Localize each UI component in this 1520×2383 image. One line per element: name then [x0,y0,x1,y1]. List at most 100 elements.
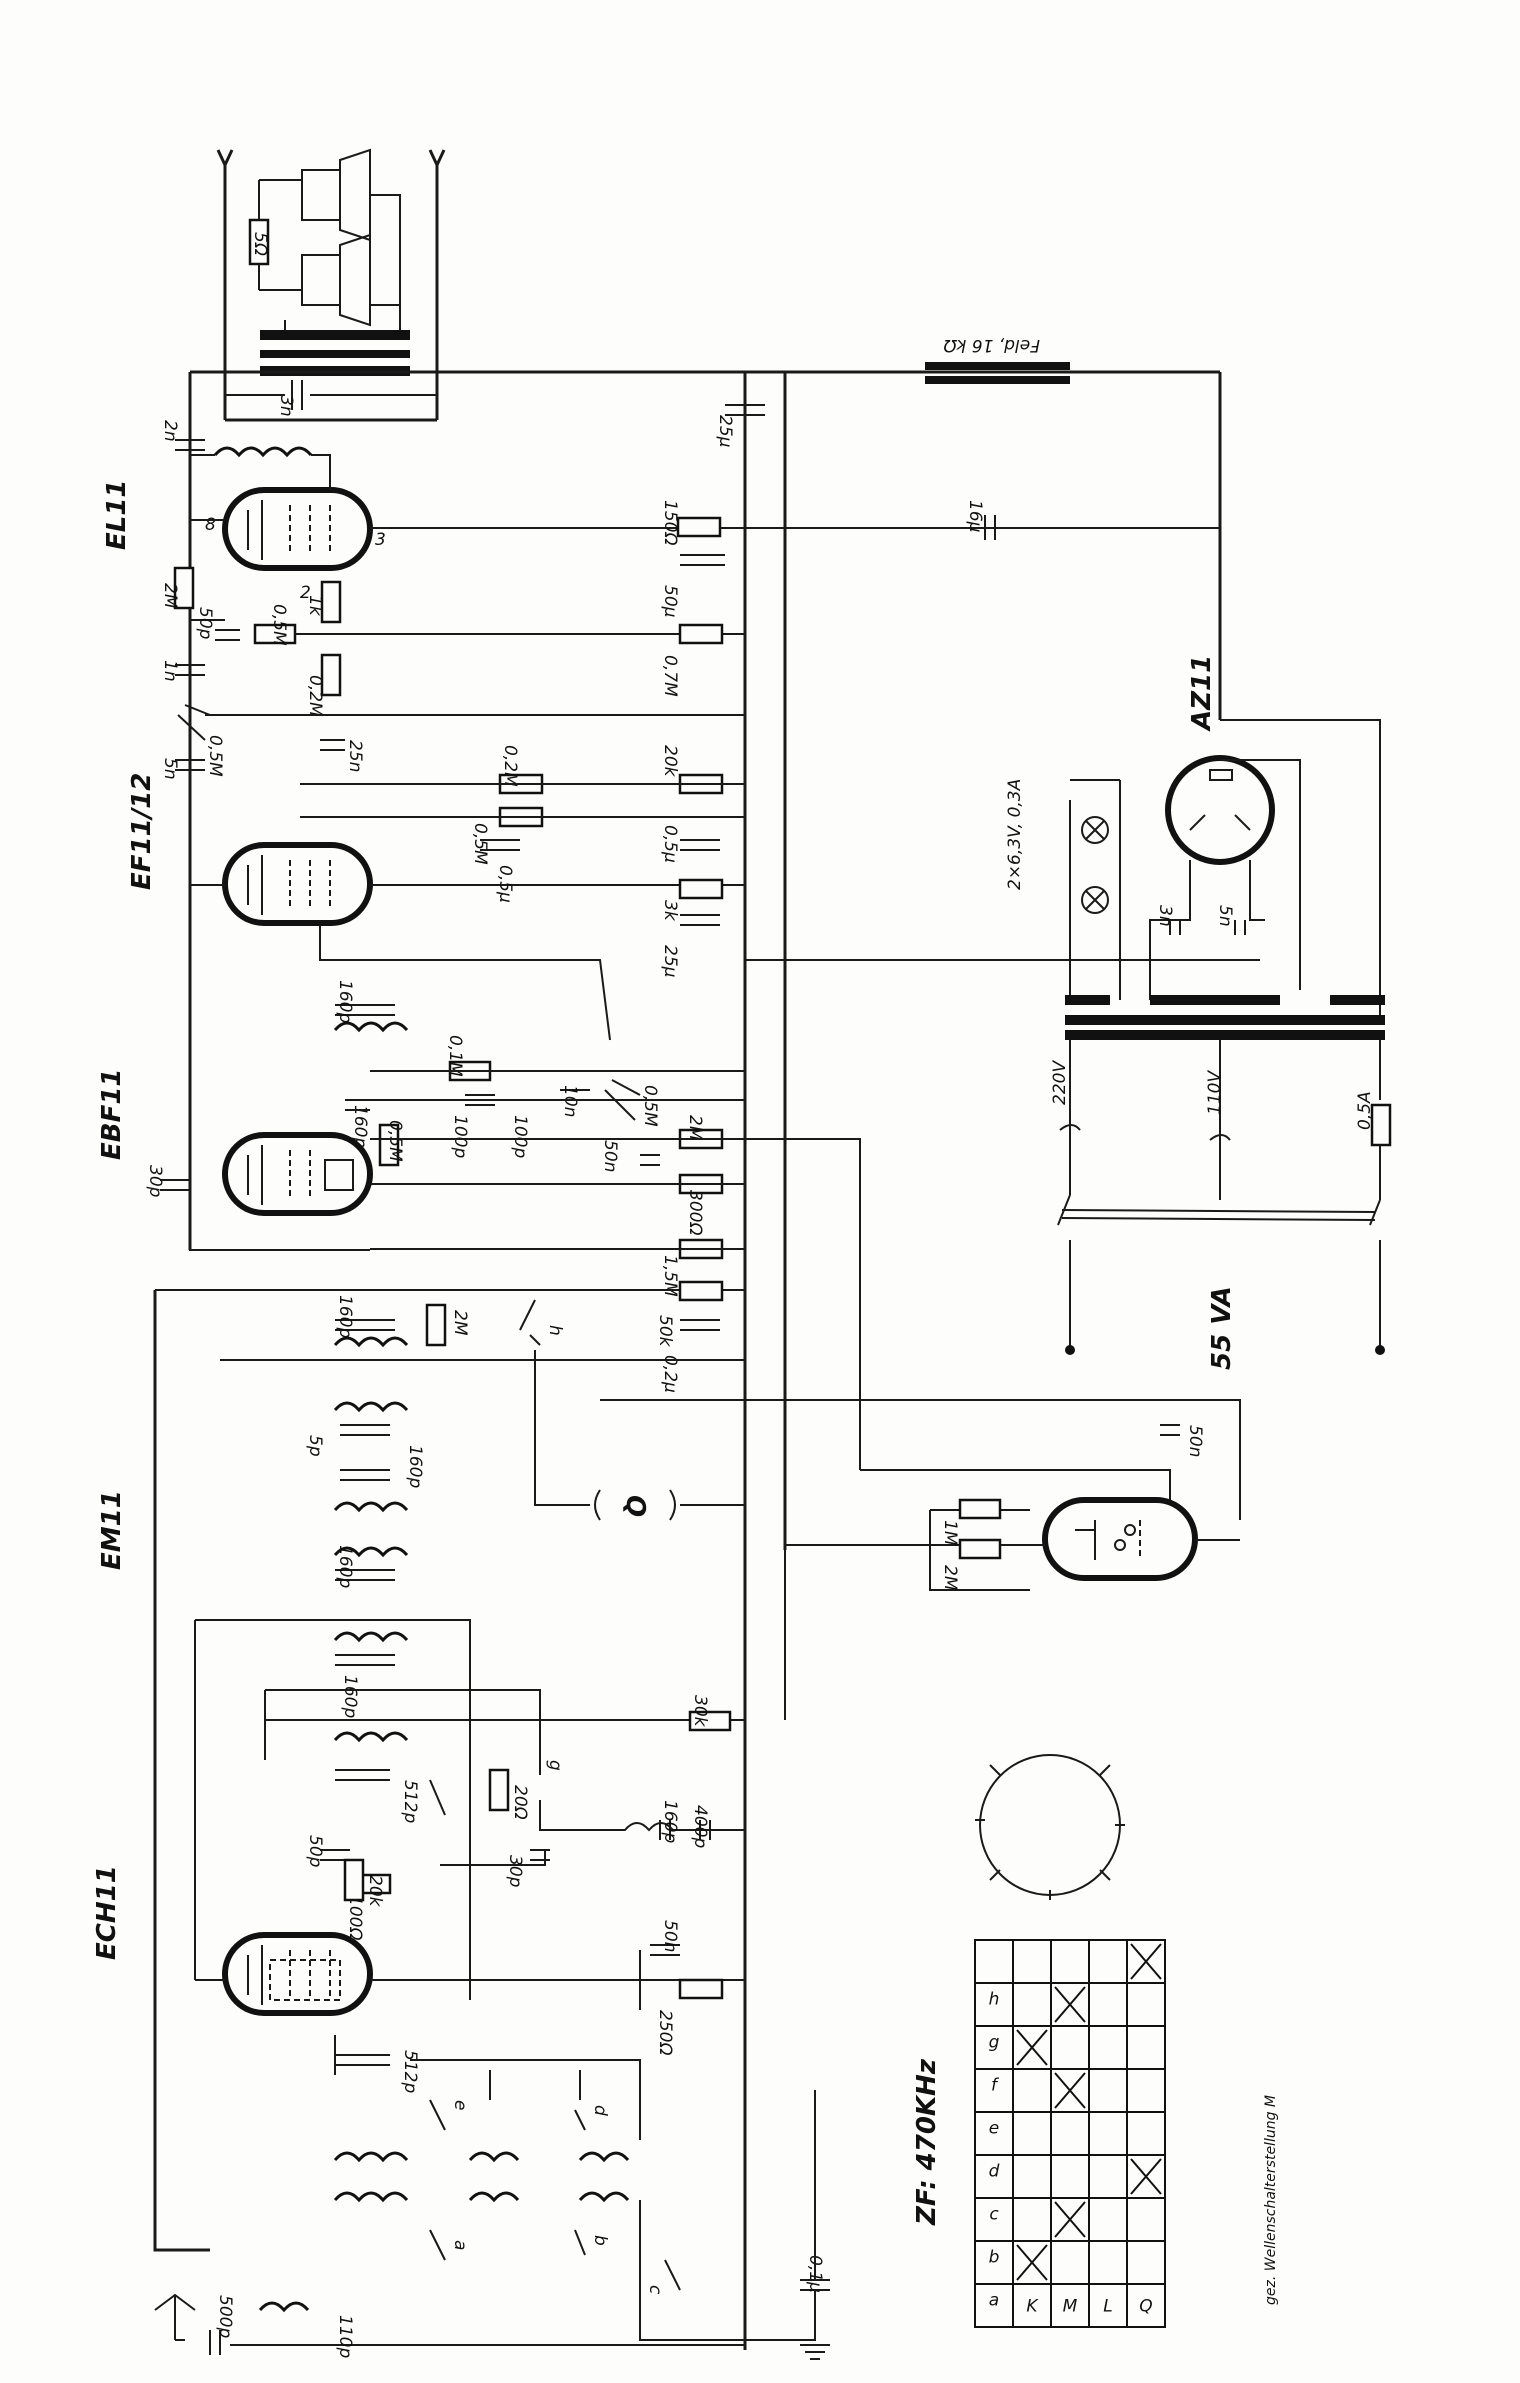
switch-a[interactable] [429,2229,446,2261]
label-5n: 5n [160,758,180,780]
label-2m-b: 2M [685,1115,705,1141]
fuse-label: 0,5A [1355,1091,1375,1130]
switch-table-cross-mark [1054,2072,1086,2109]
label-01m: 0,1M [445,1035,465,1077]
resistor-50k [678,1280,724,1302]
label-50u: 50μ [660,585,680,618]
resistor-20k-b [343,1858,365,1902]
label-50n-c: 50n [660,1920,680,1952]
resistor-02m [320,653,342,697]
switch-table-column-header: c [989,2205,999,2225]
label-1m: 1M [940,1520,960,1546]
tube-label-ef11: EF11/12 [127,773,157,890]
potentiometer-05m[interactable] [177,704,211,741]
label-sw-d: d [590,2105,610,2116]
lamp-icon [1081,816,1109,844]
label-05u-b: 0,5μ [660,825,680,863]
resistor-1m [958,1498,1002,1520]
label-15m: 1,5M [660,1255,680,1297]
label-pot-05m-b: 0,5M [640,1085,660,1127]
field-coil [925,362,1070,384]
switch-table-row-label: K [1026,2297,1039,2317]
switch-h[interactable] [519,1299,541,1346]
label-25u: 25μ [715,415,735,448]
tube-label-az11: AZ11 [1187,655,1217,732]
label-512p-b: 512p [400,2050,420,2093]
svg-text:8: 8 [205,515,216,535]
label-02u: 0,2μ [660,1355,680,1393]
switch-table-cross-mark [1016,2029,1048,2066]
label-160p-f: 160p [340,1675,360,1718]
label-30p-b: 30p [505,1855,525,1888]
switch-table-column-header: e [989,2119,999,2139]
label-150: 150Ω [660,500,680,545]
label-sw-h: h [545,1325,565,1336]
label-07m: 0,7M [660,655,680,697]
svg-text:2: 2 [300,583,311,603]
label-160p-d: 160p [405,1445,425,1488]
switch-d[interactable] [574,2109,586,2131]
resistor-2m-c [425,1303,447,1347]
switch-c[interactable] [664,2259,681,2291]
switch-b[interactable] [574,2229,586,2256]
switch-table-cross-mark [1016,2244,1048,2281]
label-50k: 50k [655,1315,675,1348]
mains-switch[interactable] [1057,1194,1381,1350]
switch-table-row-label: Q [1139,2297,1152,2317]
label-2m: 2M [160,583,180,609]
label-05m-c: 0,5M [385,1120,405,1162]
label-16u: 16μ [965,500,985,533]
cap-50n-b [1160,1424,1180,1436]
tube-ebf11 [222,1132,373,1216]
switch-table-cross-mark [1054,2201,1086,2238]
mains-110-label: 110V [1205,1070,1225,1115]
resistor-05m-c [378,1123,400,1167]
tube-label-el11: EL11 [102,479,132,550]
label-02m: 0,2M [305,675,325,717]
label-25n: 25n [345,740,365,772]
label-05m-b: 0,5M [470,823,490,865]
tube-az11 [1165,755,1275,865]
label-160p-c: 160p [335,1295,355,1338]
tube-el11 [222,487,373,571]
label-50n: 50n [600,1140,620,1172]
label-500p: 500p [215,2295,235,2338]
label-sw-c: c [645,2285,665,2295]
label-20k-b: 20k [365,1875,385,1908]
switch-table-column-header: d [989,2162,1000,2182]
label-3n-b: 3n [1155,905,1175,927]
cap-50u [680,554,725,566]
cap-5n [175,759,205,771]
potentiometer-05m-b[interactable] [604,1079,641,1121]
ground-icon [800,2344,830,2360]
label-512p: 512p [400,1780,420,1823]
tube-em11 [1042,1497,1198,1581]
switch-f[interactable] [429,1779,446,1816]
label-110p: 110p [335,2315,355,2358]
svg-text:3: 3 [375,530,386,550]
power-transformer [1065,995,1385,1040]
cap-5n-b [1234,920,1246,935]
switch-e[interactable] [429,2099,446,2131]
resistor-3k [678,878,724,900]
label-sw-g: g [545,1760,565,1771]
switch-table-row-label: L [1103,2297,1112,2317]
label-3n: 3n [276,395,296,417]
label-2n: 2n [160,420,180,442]
cap-50n-c [650,1944,680,1956]
switch-table-column-header: b [989,2248,1000,2268]
cap-3n [291,380,303,410]
antenna-icon [154,2293,196,2340]
label-20: 20Ω [510,1785,530,1820]
switch-table-column-header: h [989,1990,1000,2010]
field-coil-label: Feld, 16 kΩ [944,335,1040,355]
label-100: 100Ω [345,1895,365,1940]
label-160p-b: 160p [350,1105,370,1148]
resistor-30k [688,1710,732,1732]
resistor-2m-d [958,1538,1002,1560]
switch-table-cross-mark [1054,1986,1086,2023]
label-50p-b: 50p [305,1835,325,1868]
label-1n: 1n [160,660,180,682]
